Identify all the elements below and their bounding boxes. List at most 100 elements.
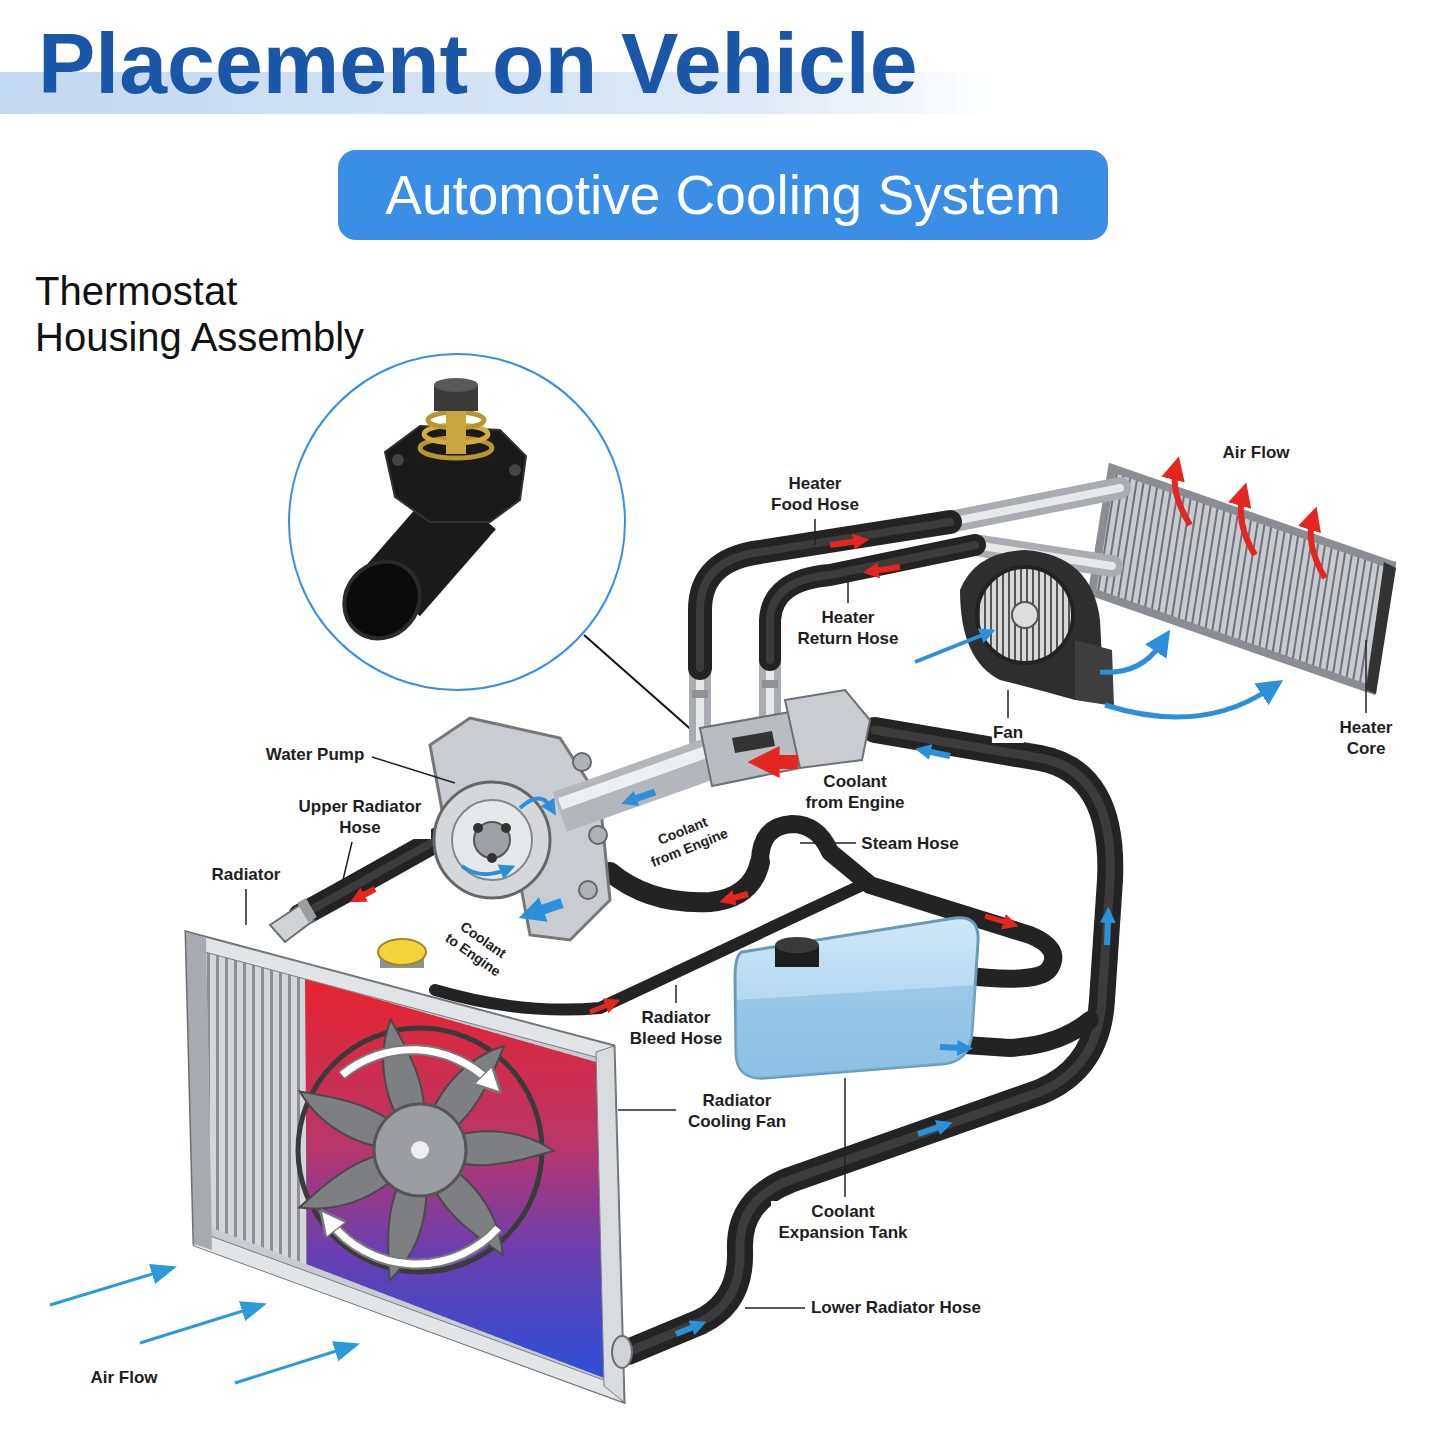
water-pump — [474, 822, 510, 858]
label-anchor: Air Flow — [89, 1367, 158, 1388]
water-pump — [589, 826, 607, 844]
part-label: Lower Radiator Hose — [810, 1297, 982, 1318]
leader-lines — [372, 757, 455, 783]
blower-fan — [960, 550, 1114, 706]
radiator — [186, 898, 632, 1402]
flow-arrows — [1311, 518, 1325, 578]
flow-arrows — [830, 541, 858, 545]
thermostat-housing — [762, 680, 778, 688]
flow-arrows — [874, 567, 900, 571]
water-pump — [501, 823, 511, 833]
expansion-tank — [736, 985, 976, 1078]
coolant-pipe — [560, 747, 720, 812]
label-anchor: Coolant Expansion Tank — [771, 1201, 915, 1244]
flow-arrows — [50, 1268, 172, 1305]
flow-arrows — [1100, 645, 1160, 672]
thermostat-picture — [329, 546, 436, 654]
part-label: Air Flow — [89, 1367, 158, 1388]
leader-lines — [618, 1109, 676, 1111]
label-anchor: Coolant from Engine — [803, 771, 908, 814]
flow-arrows — [1241, 494, 1255, 555]
water-pump — [430, 718, 610, 940]
expansion-tank — [735, 918, 978, 1078]
label-anchor: Heater Return Hose — [794, 607, 902, 650]
heater-pipes — [950, 488, 1120, 522]
expansion-tank — [775, 937, 819, 953]
leader-lines — [814, 519, 816, 545]
heater-core — [1366, 562, 1396, 694]
part-label: Coolant from Engine — [639, 807, 733, 872]
leader-lines — [800, 842, 856, 844]
coolant-hoses — [700, 522, 950, 668]
coolant-hoses — [300, 838, 440, 916]
coolant-pipe — [560, 755, 720, 812]
flow-arrows — [536, 903, 562, 912]
water-pump — [473, 823, 483, 833]
label-anchor: Air Flow — [1221, 442, 1290, 463]
flow-arrows — [926, 751, 950, 756]
label-anchor: Heater Food Hose — [768, 473, 863, 516]
thermostat-housing — [692, 690, 708, 698]
radiator-fan — [342, 1050, 490, 1082]
flow-arrows — [632, 792, 655, 800]
coolant-hoses — [610, 862, 760, 902]
radiator — [186, 932, 624, 1402]
water-pump — [452, 800, 532, 880]
part-heading: Thermostat Housing Assembly — [35, 268, 380, 360]
leader-lines — [246, 519, 1366, 1308]
radiator-fan — [330, 1222, 498, 1264]
coolant-pipe — [560, 747, 720, 804]
flow-arrows — [676, 1326, 696, 1334]
coolant-hoses — [965, 1020, 1090, 1048]
part-label: Radiator Cooling Fan — [679, 1090, 796, 1133]
coolant-hoses — [300, 838, 440, 916]
label-anchor: Heater Core — [1335, 717, 1397, 760]
part-label: Coolant to Engine — [440, 914, 516, 982]
label-anchor: Upper Radiator Hose — [289, 796, 431, 839]
flow-arrows — [730, 894, 748, 899]
label-anchor: Radiator Cooling Fan — [679, 1090, 796, 1133]
heater-core — [1092, 468, 1396, 694]
leader-lines — [675, 985, 677, 1003]
flow-arrows — [360, 889, 375, 897]
radiator — [186, 932, 212, 1250]
label-anchor: Fan — [992, 722, 1024, 743]
label-anchor: Coolant to Engine — [440, 914, 516, 982]
label-anchor: Coolant from Engine — [639, 807, 733, 872]
thermostat-housing — [700, 712, 800, 786]
label-anchor: Radiator Bleed Hose — [622, 1007, 730, 1050]
part-label: Heater Core — [1335, 717, 1397, 760]
coolant-hoses — [770, 545, 975, 660]
thermostat-picture — [509, 464, 521, 476]
water-pump — [487, 853, 497, 863]
thermostat-picture — [446, 410, 466, 454]
radiator-fan — [330, 1222, 498, 1264]
part-label: Heater Return Hose — [794, 607, 902, 650]
thermostat-picture — [434, 378, 478, 392]
callout-circle: Thermostat Housing Assembly — [287, 352, 627, 692]
radiator-fan — [298, 1020, 554, 1281]
flow-arrows — [985, 916, 1008, 923]
flow-arrows — [1175, 468, 1190, 525]
title-banner: Automotive Cooling System — [338, 150, 1108, 240]
flow-arrows — [940, 1047, 962, 1048]
flow-arrows — [235, 1345, 355, 1383]
blower-fan — [977, 567, 1073, 663]
flow-arrows — [1105, 690, 1268, 717]
radiator — [378, 939, 426, 965]
coolant-hoses — [770, 545, 975, 660]
water-pump — [430, 718, 610, 940]
flow-arrows — [1107, 918, 1108, 945]
radiator — [612, 1336, 632, 1368]
flow-arrows — [770, 755, 798, 769]
leader-lines — [844, 1078, 846, 1197]
radiator-fan — [342, 1050, 490, 1082]
part-label: Fan — [992, 722, 1024, 743]
leader-lines — [1007, 690, 1009, 718]
part-label: Heater Food Hose — [768, 473, 863, 516]
part-label: Steam Hose — [860, 833, 959, 854]
label-anchor: Lower Radiator Hose — [810, 1297, 982, 1318]
radiator-fan — [411, 1141, 429, 1159]
part-label: Radiator Bleed Hose — [622, 1007, 730, 1050]
